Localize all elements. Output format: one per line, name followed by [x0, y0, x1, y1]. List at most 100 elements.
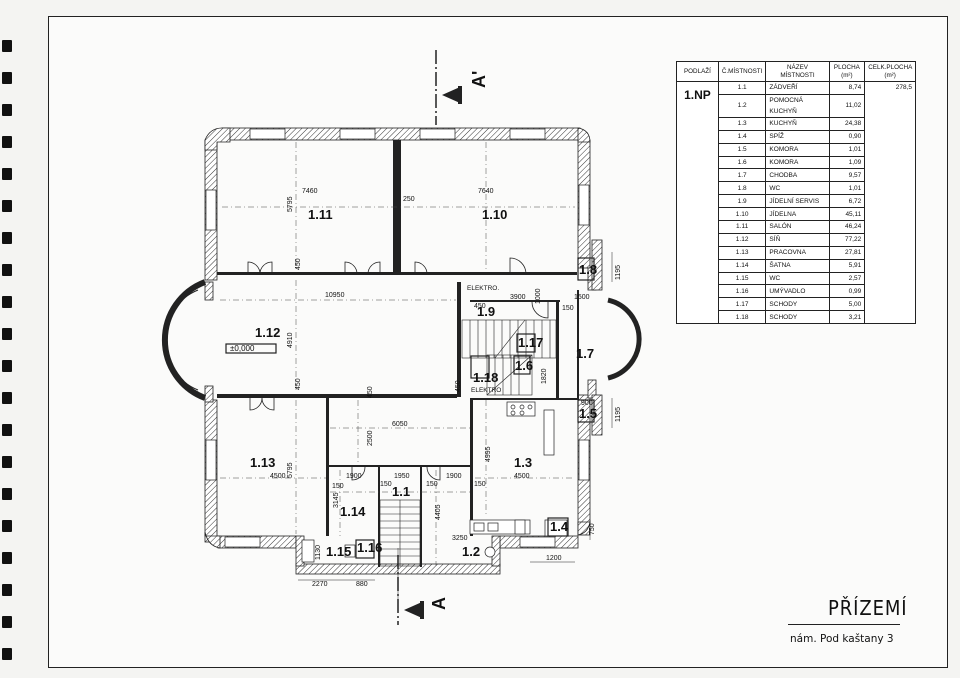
- room-name-cell: SÍŇ: [765, 232, 830, 247]
- room-name-cell: KOMORA: [765, 155, 830, 170]
- room-number-cell: 1.15: [717, 271, 767, 286]
- dim-text: 150: [426, 481, 438, 488]
- room-number-cell: 1.7: [717, 168, 767, 183]
- dim-text: 6050: [392, 421, 408, 428]
- dim-text: 4995: [485, 446, 492, 462]
- windows: [205, 128, 590, 548]
- room-name-cell: SALÓN: [765, 220, 830, 234]
- room-number-cell: 1.3: [717, 116, 767, 131]
- dim-text: 450: [455, 380, 462, 392]
- dim-text: 1200: [546, 555, 562, 562]
- room-name-cell: WC: [765, 271, 830, 286]
- room-area-cell: 24,38: [828, 116, 866, 131]
- room-name-cell: KOMORA: [765, 142, 830, 157]
- room-name-cell: POMOCNÁ KUCHYŇ: [765, 93, 830, 118]
- dim-text: 1130: [315, 545, 322, 560]
- room-name-cell: WC: [765, 181, 830, 196]
- dim-text: 900: [581, 400, 593, 407]
- drawing-title: PŘÍZEMÍ: [828, 596, 908, 620]
- room-name-cell: ZÁDVEŘÍ: [765, 81, 830, 95]
- room-number-cell: 1.10: [717, 207, 767, 222]
- room-name-cell: JÍDELNA: [765, 207, 830, 222]
- drawing-subtitle: nám. Pod kaštany 3: [790, 633, 894, 645]
- room-area-cell: 1,01: [828, 142, 866, 157]
- dim-text: 1900: [346, 473, 362, 480]
- dim-text: 7640: [478, 188, 494, 195]
- room-name-cell: PRACOVNA: [765, 245, 830, 260]
- room-area-cell: 0,90: [828, 129, 866, 144]
- room-name-cell: KUCHYŇ: [765, 116, 830, 131]
- room-area-cell: 2,57: [828, 271, 866, 286]
- room-area-cell: 6,72: [828, 194, 866, 209]
- bay-window-right: [607, 297, 642, 381]
- dim-text: 250: [403, 196, 415, 203]
- centerlines: [220, 142, 575, 566]
- room-label: 1.1: [392, 484, 410, 499]
- room-label: 1.15: [326, 544, 351, 559]
- column-header: PODLAŽÍ: [676, 61, 719, 82]
- room-name-cell: SCHODY: [765, 310, 830, 325]
- dim-text: 1900: [446, 473, 462, 480]
- room-number-cell: 1.9: [717, 194, 767, 209]
- room-number-cell: 1.13: [717, 245, 767, 260]
- stairs-lower: [486, 354, 533, 396]
- kitchen-fixtures: [301, 401, 568, 563]
- dim-text: 450: [295, 378, 302, 390]
- section-marker-bottom: [397, 555, 424, 625]
- dim-text: 3900: [510, 294, 526, 301]
- room-area-cell: 0,99: [828, 284, 866, 299]
- dim-text: 3145: [333, 492, 340, 508]
- room-number-cell: 1.6: [717, 155, 767, 170]
- column-header: NÁZEV MÍSTNOSTI: [765, 61, 830, 82]
- dim-text: 5795: [287, 196, 294, 212]
- dim-text: 750: [589, 523, 596, 535]
- room-area-cell: 27,81: [828, 245, 866, 260]
- small-room-frames: [225, 257, 595, 559]
- dim-text: 5795: [287, 462, 294, 478]
- room-number-cell: 1.18: [717, 310, 767, 325]
- room-area-cell: 1,01: [828, 181, 866, 196]
- room-number-cell: 1.17: [717, 297, 767, 312]
- dim-text: 1195: [615, 407, 622, 422]
- room-number-cell: 1.8: [717, 181, 767, 196]
- dim-text: 150: [562, 305, 574, 312]
- dim-text: 1500: [574, 294, 590, 301]
- dim-text: 450: [367, 386, 374, 398]
- dim-text: 3250: [452, 535, 468, 542]
- room-area-cell: 8,74: [828, 81, 866, 95]
- dim-text: 150: [474, 481, 486, 488]
- room-area-cell: 1,09: [828, 155, 866, 170]
- room-number-cell: 1.14: [717, 258, 767, 273]
- dim-text: 450: [474, 303, 486, 310]
- room-label: 1.17: [518, 335, 543, 350]
- room-label: 1.5: [579, 406, 597, 421]
- room-area-cell: 45,11: [828, 207, 866, 222]
- title-underline: [788, 624, 900, 625]
- room-number-cell: 1.4: [717, 129, 767, 144]
- room-name-cell: SCHODY: [765, 297, 830, 312]
- dim-text: 150: [380, 481, 392, 488]
- misc-labels: ±0,000 ELEKTRO. ELEKTRO A' A: [230, 71, 501, 610]
- column-header: CELK.PLOCHA (m²): [864, 61, 916, 82]
- room-number-cell: 1.1: [717, 81, 767, 95]
- dim-text: 2500: [367, 430, 374, 446]
- doors: [247, 257, 549, 481]
- room-name-cell: UMÝVADLO: [765, 284, 830, 299]
- dim-text: 4500: [270, 473, 286, 480]
- column-header: PLOCHA (m²): [828, 61, 866, 82]
- room-label: 1.3: [514, 455, 532, 470]
- dim-text: 1950: [394, 473, 410, 480]
- room-label: 1.11: [308, 207, 333, 222]
- total-area-cell: 278,5: [864, 80, 916, 325]
- column-header: Č.MÍSTNOSTI: [717, 61, 767, 82]
- elektro-label: ELEKTRO.: [467, 285, 499, 292]
- elektro-label: ELEKTRO: [471, 387, 501, 394]
- room-label: 1.2: [462, 544, 480, 559]
- room-label: 1.14: [340, 504, 366, 519]
